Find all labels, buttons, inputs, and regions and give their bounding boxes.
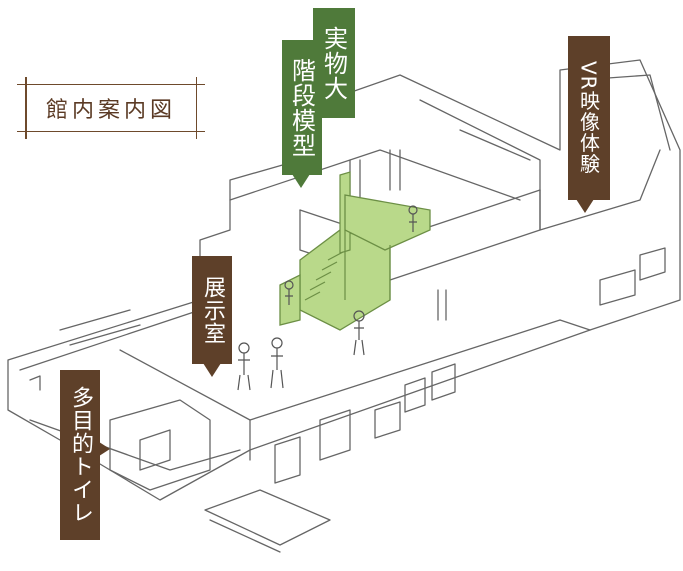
label-stair-model-col2-text: 階段模型	[287, 57, 316, 158]
label-vr-experience-text: VR映像体験	[576, 61, 601, 175]
vr-pointer	[576, 199, 594, 213]
label-vr-experience: VR映像体験	[568, 36, 610, 200]
map-title: 館内案内図	[45, 98, 176, 123]
map-title-frame: 館内案内図	[17, 77, 205, 139]
label-exhibition-room: 展示室	[192, 256, 232, 364]
stair-model-pointer	[292, 174, 310, 188]
label-stair-model-col2: 階段模型	[282, 40, 322, 175]
label-multipurpose-restroom-text: 多目的トイレ	[68, 386, 93, 524]
exhibition-pointer	[203, 363, 221, 377]
label-exhibition-room-text: 展示室	[200, 275, 225, 345]
label-multipurpose-restroom: 多目的トイレ	[60, 370, 100, 540]
label-stair-model-col1-text: 実物大	[319, 25, 348, 101]
restroom-pointer	[96, 440, 110, 458]
